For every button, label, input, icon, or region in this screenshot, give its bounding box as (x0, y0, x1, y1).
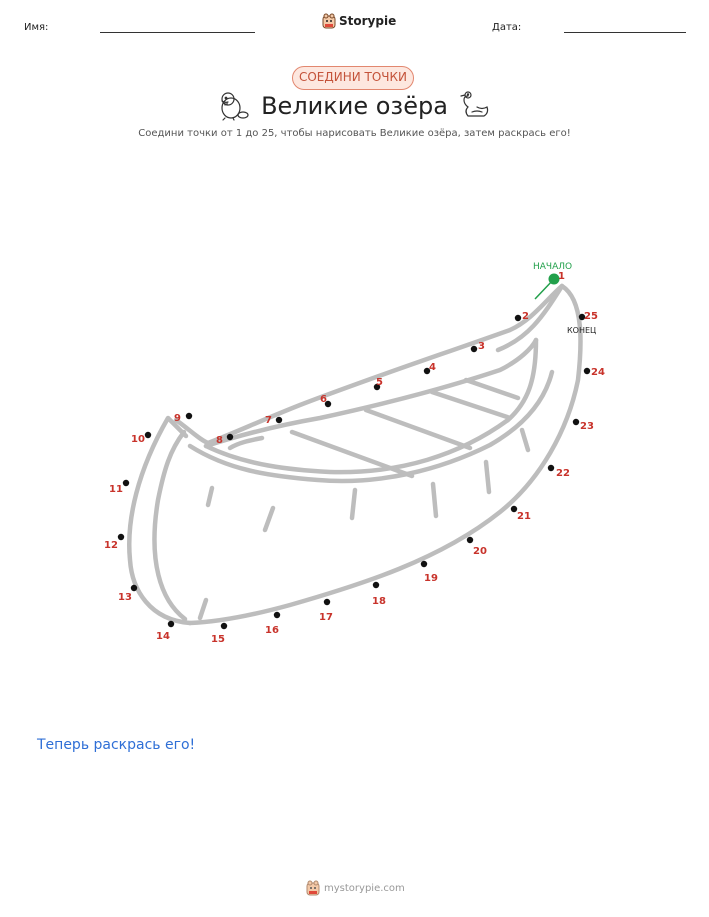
dot-number-10: 10 (131, 434, 145, 445)
storypie-logo-icon (322, 13, 336, 29)
dot-21 (510, 505, 518, 513)
dot-number-1: 1 (558, 271, 565, 282)
dot-number-9: 9 (174, 413, 181, 424)
dot-number-25: 25 (584, 311, 598, 322)
dot-number-24: 24 (591, 367, 605, 378)
dot-2 (514, 314, 522, 322)
dot-11 (122, 479, 130, 487)
activity-badge: СОЕДИНИ ТОЧКИ (292, 66, 414, 90)
swan-icon (460, 91, 489, 117)
dot-number-12: 12 (104, 540, 118, 551)
date-label: Дата: (492, 22, 522, 33)
dot-number-15: 15 (211, 634, 225, 645)
dot-1 (548, 273, 560, 285)
dot-25 (578, 313, 586, 321)
dot-19 (420, 560, 428, 568)
dot-5 (373, 383, 381, 391)
dot-number-23: 23 (580, 421, 594, 432)
dot-15 (220, 622, 228, 630)
storypie-logo-icon (306, 880, 320, 896)
brand: Storypie (322, 13, 396, 29)
dot-number-19: 19 (424, 573, 438, 584)
dot-4 (423, 367, 431, 375)
dot-13 (130, 584, 138, 592)
name-label: Имя: (24, 22, 49, 33)
page-title: Великие озёра (261, 92, 448, 120)
end-label: КОНЕЦ (567, 326, 596, 335)
dot-3 (470, 345, 478, 353)
date-line[interactable] (564, 32, 686, 33)
dot-number-20: 20 (473, 546, 487, 557)
dot-16 (273, 611, 281, 619)
dot-7 (275, 416, 283, 424)
dot-number-16: 16 (265, 625, 279, 636)
color-prompt: Теперь раскрась его! (37, 737, 196, 753)
name-line[interactable] (100, 32, 255, 33)
dot-number-5: 5 (376, 377, 383, 388)
dot-number-13: 13 (118, 592, 132, 603)
dot-6 (324, 400, 332, 408)
dot-18 (372, 581, 380, 589)
footer-url: mystorypie.com (324, 882, 405, 894)
instructions: Соедини точки от 1 до 25, чтобы нарисова… (138, 128, 571, 139)
dot-number-21: 21 (517, 511, 531, 522)
dot-number-7: 7 (265, 415, 272, 426)
canoe-outline (127, 283, 583, 626)
dot-9 (185, 412, 193, 420)
dot-10 (144, 431, 152, 439)
dot-number-3: 3 (478, 341, 485, 352)
start-label: НАЧАЛО (533, 262, 572, 272)
brand-name: Storypie (339, 14, 397, 28)
dot-number-22: 22 (556, 468, 570, 479)
dot-number-18: 18 (372, 596, 386, 607)
dot-23 (572, 418, 580, 426)
dot-number-4: 4 (429, 362, 436, 373)
dot-number-11: 11 (109, 484, 123, 495)
dot-20 (466, 536, 474, 544)
dot-number-8: 8 (216, 435, 223, 446)
dot-12 (117, 533, 125, 541)
dot-8 (226, 433, 234, 441)
dot-number-14: 14 (156, 631, 170, 642)
dot-17 (323, 598, 331, 606)
dot-22 (547, 464, 555, 472)
footer: mystorypie.com (306, 880, 405, 896)
dot-number-6: 6 (320, 394, 327, 405)
dot-14 (167, 620, 175, 628)
beaver-icon (221, 92, 249, 121)
dot-number-2: 2 (522, 311, 529, 322)
dot-24 (583, 367, 591, 375)
dot-number-17: 17 (319, 612, 333, 623)
